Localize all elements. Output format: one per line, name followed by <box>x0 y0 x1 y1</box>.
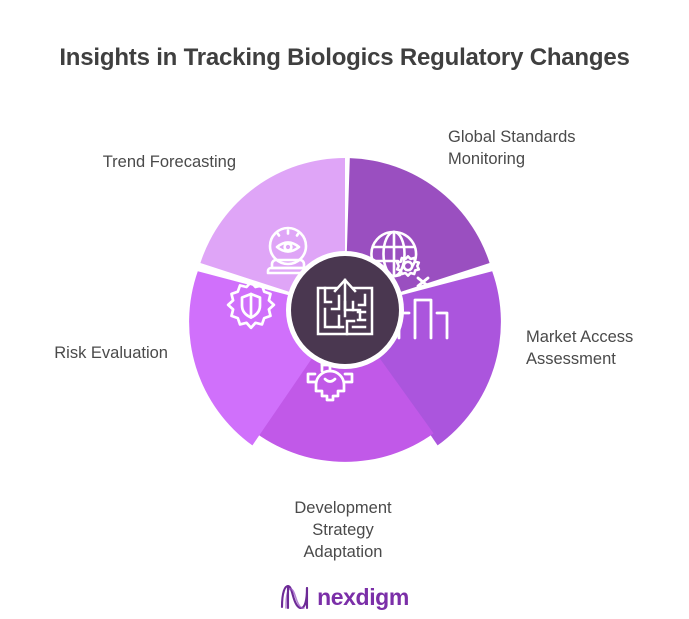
maze-arrow-icon <box>316 278 374 336</box>
label-global-standards-monitoring: Global Standards Monitoring <box>448 128 576 168</box>
page-title: Insights in Tracking Biologics Regulator… <box>59 44 630 71</box>
brand-logo[interactable]: nexdigm <box>0 584 689 610</box>
wheel-hub[interactable] <box>286 251 404 369</box>
gear-shield-icon <box>226 280 276 330</box>
label-risk-evaluation: Risk Evaluation <box>54 344 168 362</box>
nexdigm-wave-n-icon <box>281 584 309 610</box>
label-market-access-assessment: Market Access Assessment <box>526 328 634 368</box>
logo-wordmark: nexdigm <box>317 583 409 610</box>
segmented-wheel-diagram <box>165 130 525 490</box>
label-trend-forecasting: Trend Forecasting <box>102 153 236 171</box>
wheel-svg <box>189 158 501 462</box>
label-development-strategy-adaptation: Development Strategy Adaptation <box>294 499 392 561</box>
